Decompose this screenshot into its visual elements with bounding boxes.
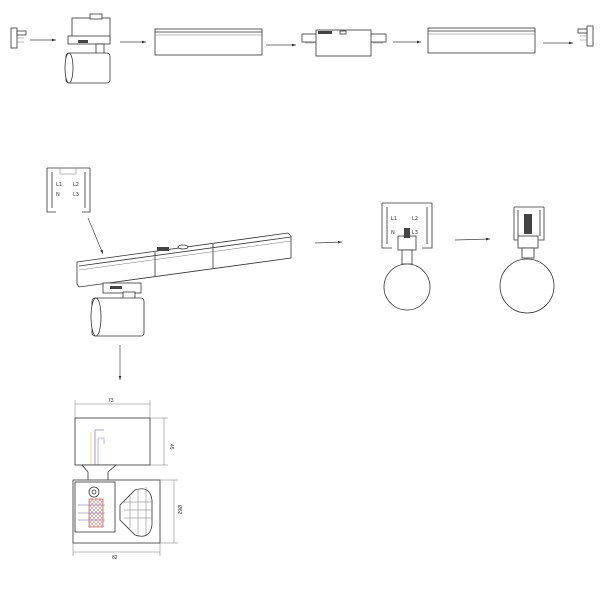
rail-with-adapter-perspective [76,232,292,337]
label-l2: L2 [412,216,418,222]
label-l2: L2 [73,182,79,188]
arrow [87,217,104,255]
label-n: N [391,230,395,236]
profile-with-spot-front [499,206,555,314]
dim-height-top: 45 [168,444,174,450]
dim-width-top: 73 [108,398,114,404]
label-l1: L1 [391,216,397,222]
end-cap-right [577,25,594,47]
label-l3: L3 [412,230,418,236]
profile-with-spot-side: L1 L2 N L3 [381,202,433,311]
dim-diameter: Ø62 [176,505,182,515]
track-adapter [64,13,111,84]
label-l1: L1 [56,182,62,188]
end-cap-left [10,27,27,49]
track-rail [154,28,263,56]
dimension-drawing: 73 45 Ø62 82 [72,398,182,561]
label-l3: L3 [73,192,79,198]
arrow [314,240,343,244]
label-n: N [56,192,60,198]
track-profile-section: L1 L2 N L3 [46,167,91,213]
arrow [454,237,491,241]
straight-connector [301,29,387,57]
track-rail [427,27,536,54]
dim-width-bottom: 82 [112,555,118,561]
